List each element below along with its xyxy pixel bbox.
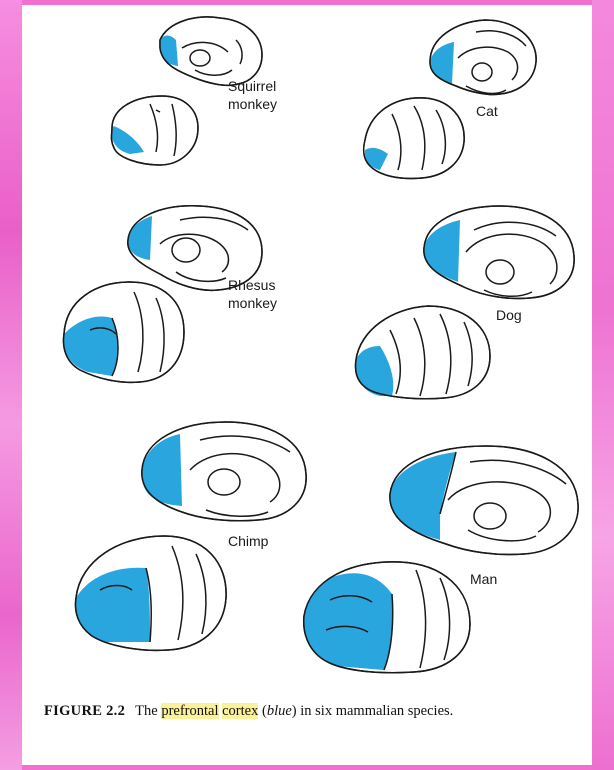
caption-label: FIGURE 2.2 bbox=[44, 703, 125, 719]
caption-italic-blue: blue bbox=[267, 703, 292, 719]
chimp-medial-brain bbox=[142, 422, 306, 521]
caption-highlight-cortex: cortex bbox=[222, 703, 258, 719]
caption-text-after: ) in six mammalian species. bbox=[292, 703, 453, 719]
label-dog: Dog bbox=[496, 307, 522, 323]
caption-text-before: The bbox=[135, 703, 161, 719]
label-man: Man bbox=[470, 571, 497, 587]
man-lateral-brain bbox=[304, 562, 470, 673]
page-background bbox=[22, 5, 592, 765]
caption-highlight-prefrontal: prefrontal bbox=[161, 703, 218, 719]
rhesus-monkey-lateral-brain bbox=[64, 282, 184, 382]
label-cat: Cat bbox=[476, 103, 498, 119]
squirrel-monkey-lateral-brain bbox=[112, 96, 199, 165]
figure-caption: FIGURE 2.2 The prefrontal cortex (blue) i… bbox=[44, 700, 564, 723]
label-chimp: Chimp bbox=[228, 533, 269, 549]
caption-text-mid: ( bbox=[258, 703, 266, 719]
